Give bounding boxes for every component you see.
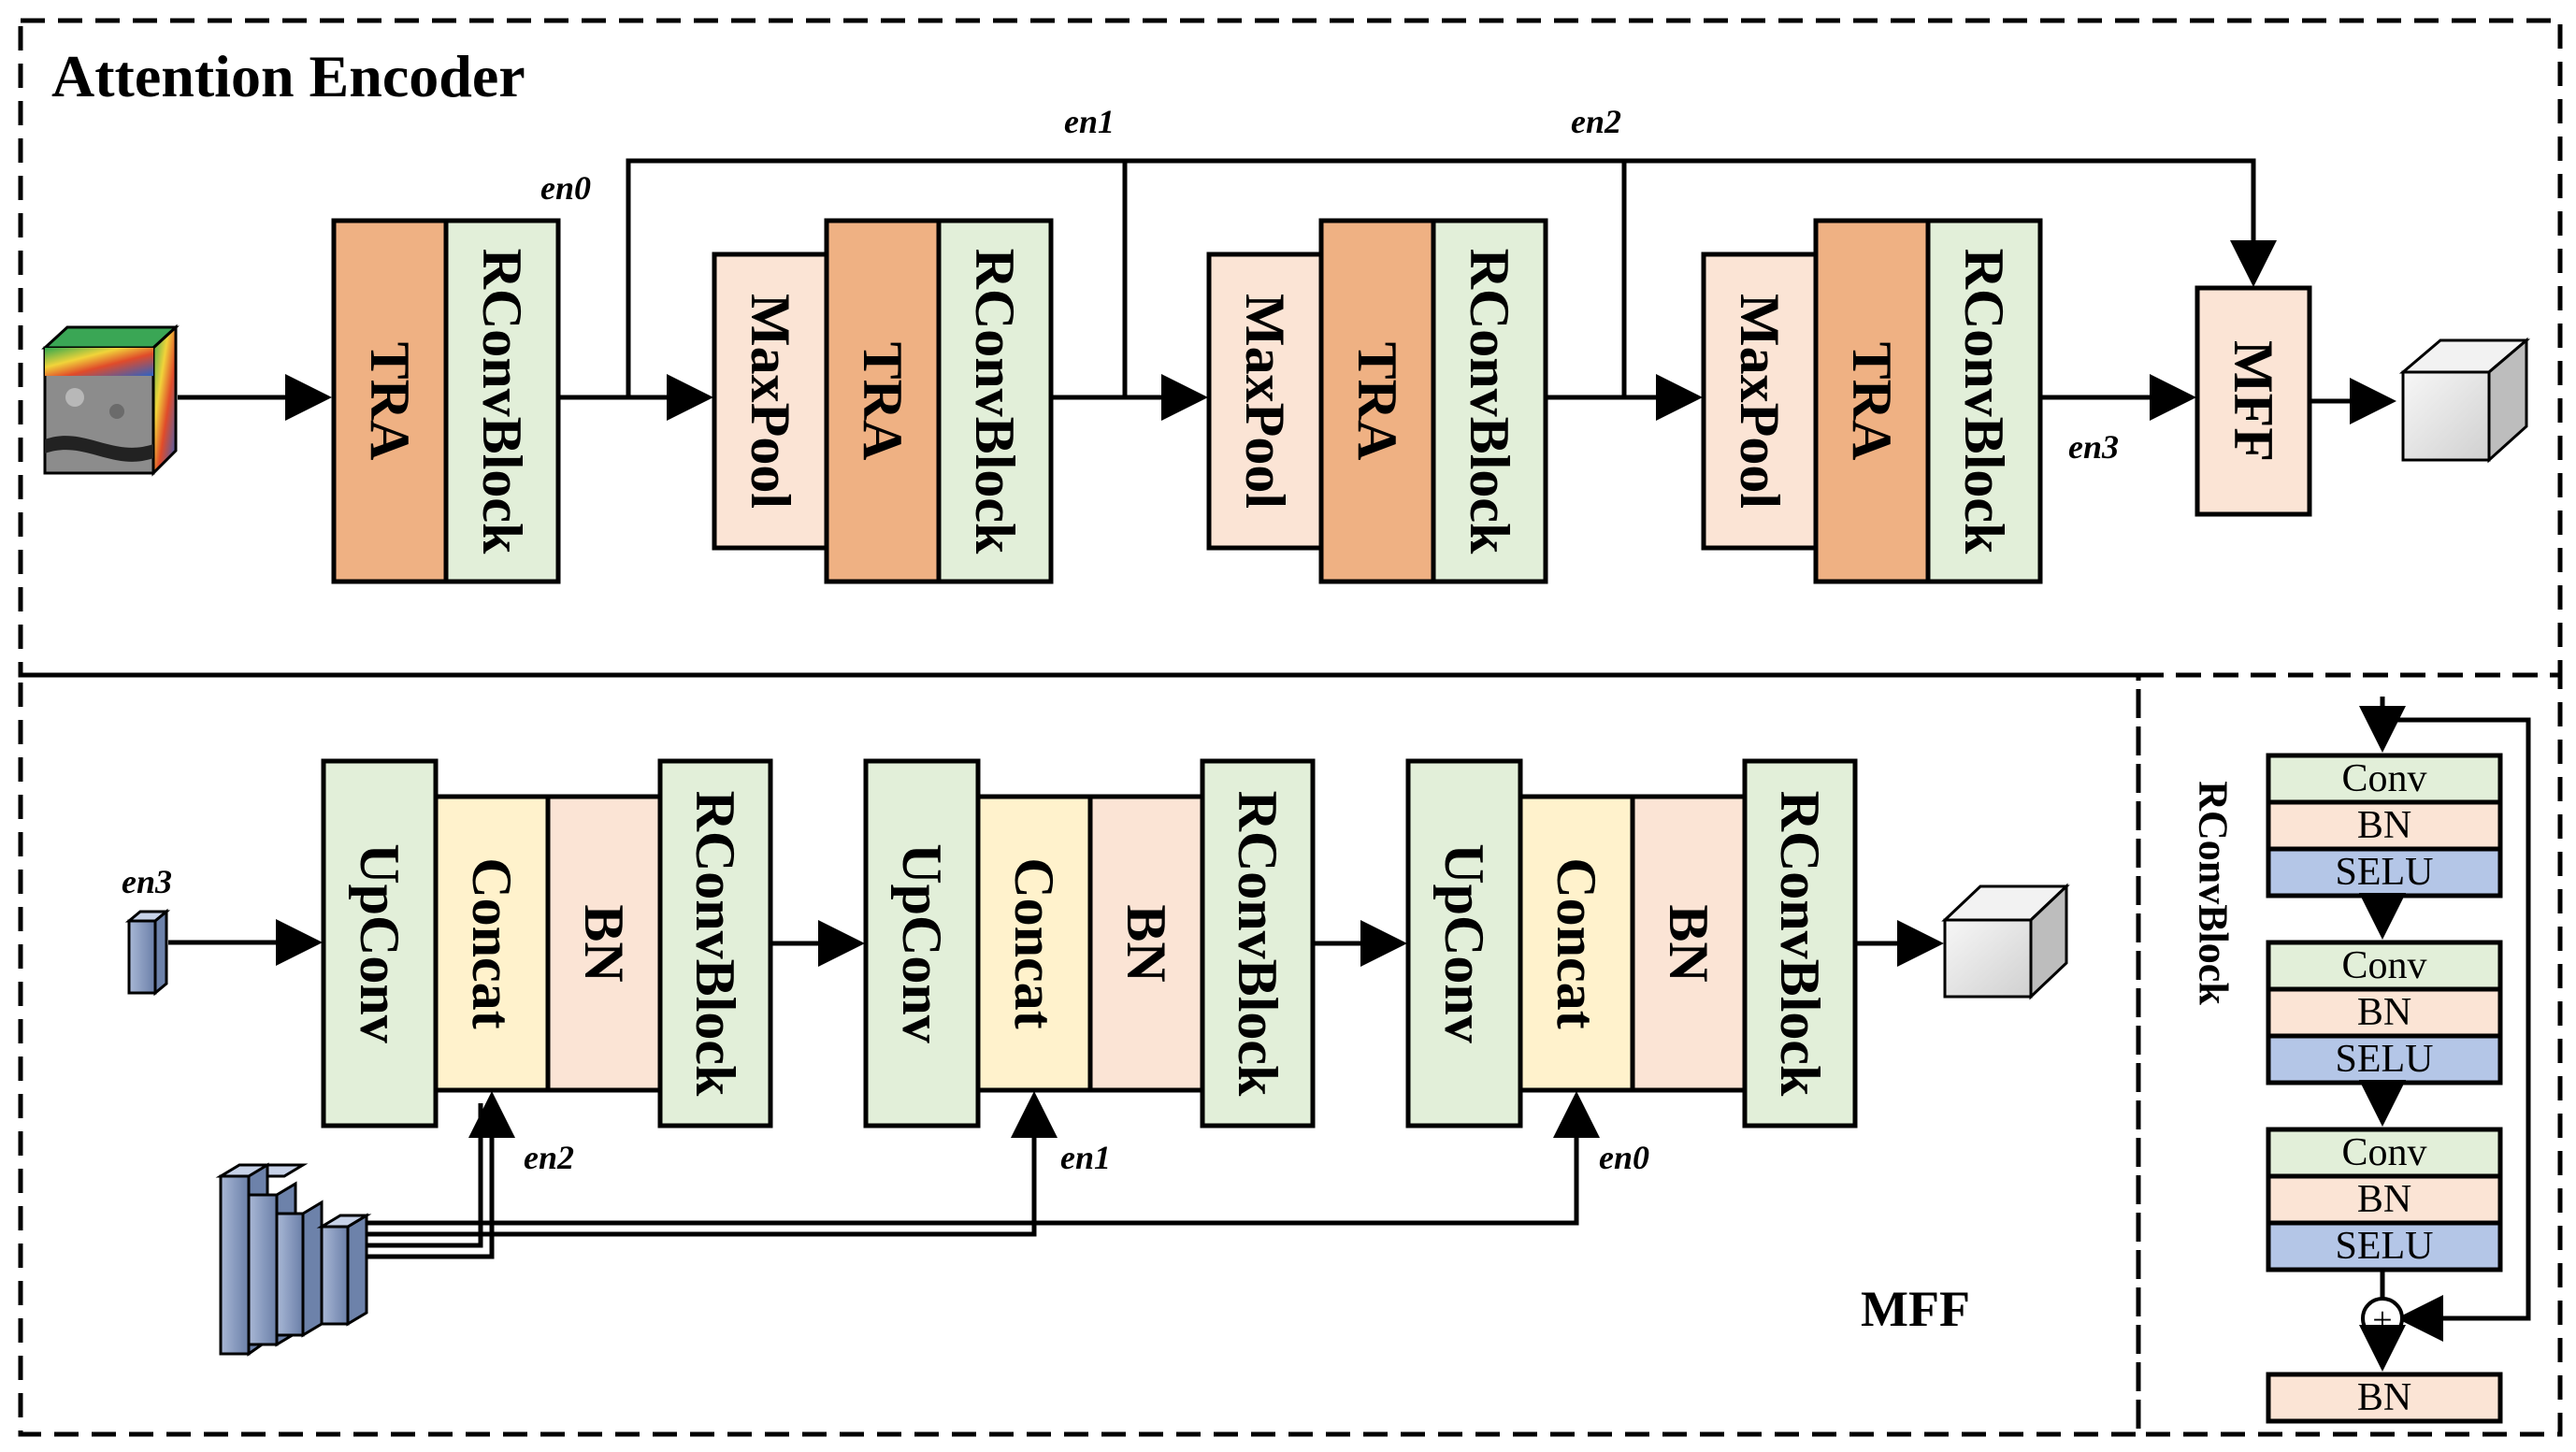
rconv-block-1	[936, 218, 1054, 584]
rconv-block-3	[1925, 218, 2043, 584]
mff-edge-label-en1: en1	[1060, 1139, 1111, 1176]
rconv-label-1: RConvBlock	[964, 249, 1026, 554]
conv-label-3: Conv	[2341, 1131, 2426, 1174]
edge-label-en1: en1	[1064, 103, 1115, 140]
bn-layer-label-1: BN	[2357, 804, 2411, 847]
rconv-label-3: RConvBlock	[1953, 249, 2015, 554]
mff-rconv-block-3	[1742, 758, 1858, 1129]
tra-block-1	[824, 218, 942, 584]
tra-block-0	[331, 218, 449, 584]
mff-skip-lines	[367, 1091, 515, 1259]
maxpool-block-2	[1206, 252, 1324, 551]
upconv-block-3	[1405, 758, 1523, 1129]
rconvblock-panel-title: RConvBlock	[2191, 781, 2237, 1005]
mff-stage-1: UpConv Concat BN RConvBlock	[321, 758, 773, 1129]
edge-label-en3: en3	[2068, 428, 2119, 466]
tra-label-2: TRA	[1346, 342, 1408, 461]
selu-label-2: SELU	[2336, 1038, 2434, 1081]
add-symbol: +	[2372, 1301, 2392, 1340]
encoder-output-cube	[2398, 337, 2531, 464]
mff-input-label: en3	[122, 863, 172, 900]
mff-panel	[18, 672, 2141, 1437]
encoder-stage-0: TRA RConvBlock	[331, 218, 561, 584]
mff-stage-2: UpConv Concat BN RConvBlock	[863, 758, 1316, 1129]
bn-block-1	[545, 794, 663, 1093]
maxpool-label-3: MaxPool	[1729, 294, 1791, 509]
rconv-block-0	[443, 218, 561, 584]
bn-label-3: BN	[1658, 904, 1720, 982]
edge-label-en2: en2	[1571, 103, 1621, 140]
rconv-unit-1: Conv BN SELU	[2266, 753, 2503, 899]
maxpool-block-3	[1701, 252, 1819, 551]
bn-label-2: BN	[1115, 904, 1177, 982]
skip-connection-lines	[626, 158, 2277, 397]
mff-rconv-label-2: RConvBlock	[1227, 791, 1288, 1097]
tra-block-2	[1318, 218, 1436, 584]
mff-panel-title: MFF	[1861, 1281, 1970, 1337]
concat-label-1: Concat	[461, 857, 523, 1028]
concat-block-1	[433, 794, 551, 1093]
bn-layer-label-3: BN	[2357, 1178, 2411, 1221]
rconvblock-panel	[2136, 672, 2563, 1437]
upconv-label-1: UpConv	[349, 843, 410, 1042]
residual-path	[2382, 717, 2531, 1342]
bn-label-1: BN	[573, 904, 635, 982]
encoder-stage-3: MaxPool TRA RConvBlock	[1701, 218, 2043, 584]
rconv-label-0: RConvBlock	[471, 249, 533, 554]
mff-block-label: MFF	[2223, 340, 2284, 462]
mff-stage-3: UpConv Concat BN RConvBlock	[1405, 758, 1858, 1129]
conv-label-1: Conv	[2341, 757, 2426, 800]
final-bn-label: BN	[2357, 1376, 2411, 1419]
mff-rconv-block-1	[657, 758, 773, 1129]
upconv-block-2	[863, 758, 981, 1129]
tra-label-0: TRA	[359, 342, 421, 461]
rconv-unit-2: Conv BN SELU	[2266, 940, 2503, 1085]
bn-layer-label-2: BN	[2357, 991, 2411, 1034]
mff-input-tensor	[124, 908, 171, 997]
upconv-label-3: UpConv	[1433, 843, 1495, 1042]
rconv-block-2	[1431, 218, 1548, 584]
concat-label-2: Concat	[1003, 857, 1065, 1028]
conv-layer-1	[2266, 753, 2503, 805]
encoder-title: Attention Encoder	[51, 43, 525, 109]
conv-label-2: Conv	[2341, 944, 2426, 987]
encoder-panel	[18, 18, 2563, 678]
selu-label-3: SELU	[2336, 1225, 2434, 1268]
mff-block	[2195, 285, 2312, 517]
tra-label-1: TRA	[852, 342, 914, 461]
encoder-stage-1: MaxPool TRA RConvBlock	[712, 218, 1054, 584]
mff-rconv-label-1: RConvBlock	[684, 791, 746, 1097]
mff-rconv-label-3: RConvBlock	[1769, 791, 1831, 1097]
encoder-feature-stack	[215, 1162, 372, 1357]
mff-rconv-block-2	[1200, 758, 1316, 1129]
final-bn-layer	[2266, 1372, 2503, 1424]
mff-edge-label-en0: en0	[1599, 1139, 1649, 1176]
tra-label-3: TRA	[1841, 342, 1903, 461]
hsi-input-cube	[41, 323, 180, 477]
maxpool-label-2: MaxPool	[1234, 294, 1296, 509]
rconv-label-2: RConvBlock	[1459, 249, 1520, 554]
maxpool-label-1: MaxPool	[740, 294, 801, 509]
add-node: +	[2361, 1297, 2404, 1340]
selu-label-1: SELU	[2336, 851, 2434, 894]
bn-layer-1	[2266, 799, 2503, 852]
bn-layer-3	[2266, 1173, 2503, 1226]
concat-block-2	[975, 794, 1093, 1093]
concat-label-3: Concat	[1546, 857, 1607, 1028]
mff-edge-label-en2: en2	[524, 1139, 574, 1176]
mff-output-cube	[1941, 883, 2070, 1000]
rconv-unit-3: Conv BN SELU	[2266, 1127, 2503, 1272]
encoder-stage-2: MaxPool TRA RConvBlock	[1206, 218, 1548, 584]
edge-label-en0: en0	[540, 169, 591, 207]
conv-layer-3	[2266, 1127, 2503, 1179]
upconv-label-2: UpConv	[891, 843, 953, 1042]
